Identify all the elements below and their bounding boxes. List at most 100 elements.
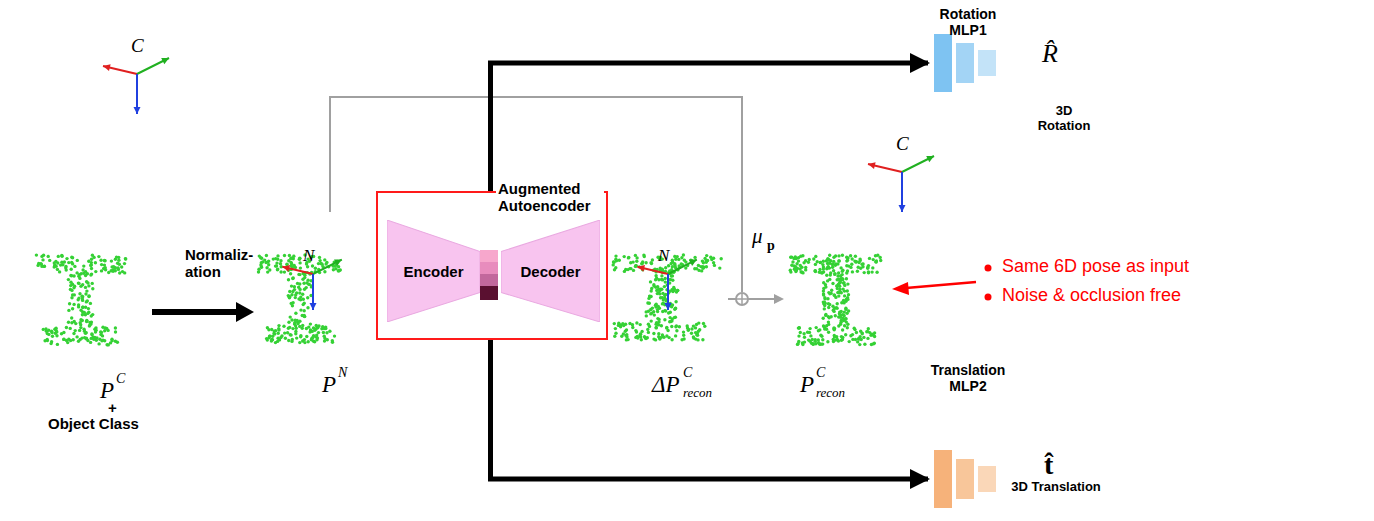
point <box>855 331 858 334</box>
point <box>41 258 44 261</box>
mlp-heading: Translation MLP2 <box>928 362 1008 394</box>
point <box>307 325 310 328</box>
point <box>308 283 311 286</box>
point <box>84 337 87 340</box>
point <box>287 339 290 342</box>
point <box>856 270 859 273</box>
point <box>664 266 667 269</box>
point <box>97 255 100 258</box>
point <box>656 310 659 313</box>
point <box>67 309 70 312</box>
point <box>277 332 280 335</box>
point <box>655 326 658 329</box>
point <box>46 339 49 342</box>
point <box>294 324 297 327</box>
point <box>834 314 837 317</box>
point <box>649 261 652 264</box>
mlp-layer <box>956 459 974 499</box>
point <box>284 337 287 340</box>
point <box>323 258 326 261</box>
point <box>674 325 677 328</box>
point <box>292 276 295 279</box>
math-subscript: recon <box>816 386 845 400</box>
point <box>35 253 38 256</box>
latent-code <box>480 250 498 262</box>
point <box>303 341 306 344</box>
point <box>301 293 304 296</box>
point <box>836 278 839 281</box>
point <box>87 295 90 298</box>
point <box>73 293 76 296</box>
point <box>635 256 638 259</box>
point <box>90 272 93 275</box>
point <box>619 325 622 328</box>
point <box>664 280 667 283</box>
axis <box>137 58 169 74</box>
point <box>283 254 286 257</box>
point <box>626 338 629 341</box>
point <box>101 334 104 337</box>
point <box>90 261 93 264</box>
math-symbol: P <box>322 372 336 397</box>
point <box>70 316 73 319</box>
point <box>827 265 830 268</box>
step-label: Normaliz- ation <box>185 246 259 281</box>
point <box>835 307 838 310</box>
point <box>54 260 57 263</box>
point <box>790 255 793 258</box>
point <box>839 274 842 277</box>
point <box>270 339 273 342</box>
point <box>824 314 827 317</box>
point <box>822 317 825 320</box>
point <box>670 274 673 277</box>
point <box>98 338 101 341</box>
point <box>84 286 87 289</box>
point <box>320 263 323 266</box>
point <box>314 267 317 270</box>
point <box>658 289 661 292</box>
point <box>822 267 825 270</box>
point <box>841 328 844 331</box>
point <box>274 264 277 267</box>
point <box>121 270 124 273</box>
point <box>55 334 58 337</box>
point <box>838 259 841 262</box>
math-superscript: N <box>338 365 347 380</box>
point <box>833 335 836 338</box>
point <box>851 270 854 273</box>
axis-label: N <box>303 247 314 266</box>
point <box>694 331 697 334</box>
point <box>674 334 677 337</box>
point <box>682 337 685 340</box>
point <box>81 306 84 309</box>
point <box>90 332 93 335</box>
point <box>837 254 840 257</box>
point <box>665 326 668 329</box>
point <box>299 308 302 311</box>
point <box>73 320 76 323</box>
point <box>67 321 70 324</box>
point <box>274 329 277 332</box>
point <box>298 325 301 328</box>
point <box>90 314 93 317</box>
point <box>116 266 119 269</box>
point <box>808 258 811 261</box>
point <box>834 262 837 265</box>
point <box>809 334 812 337</box>
point <box>80 295 83 298</box>
point <box>49 342 52 345</box>
point <box>77 303 80 306</box>
point <box>647 323 650 326</box>
point <box>289 333 292 336</box>
point <box>796 342 799 345</box>
point <box>298 320 301 323</box>
point <box>323 327 326 330</box>
point <box>298 288 301 291</box>
point <box>657 305 660 308</box>
point <box>649 312 652 315</box>
point <box>842 281 845 284</box>
point <box>643 255 646 258</box>
point <box>692 324 695 327</box>
point <box>823 307 826 310</box>
point <box>629 267 632 270</box>
